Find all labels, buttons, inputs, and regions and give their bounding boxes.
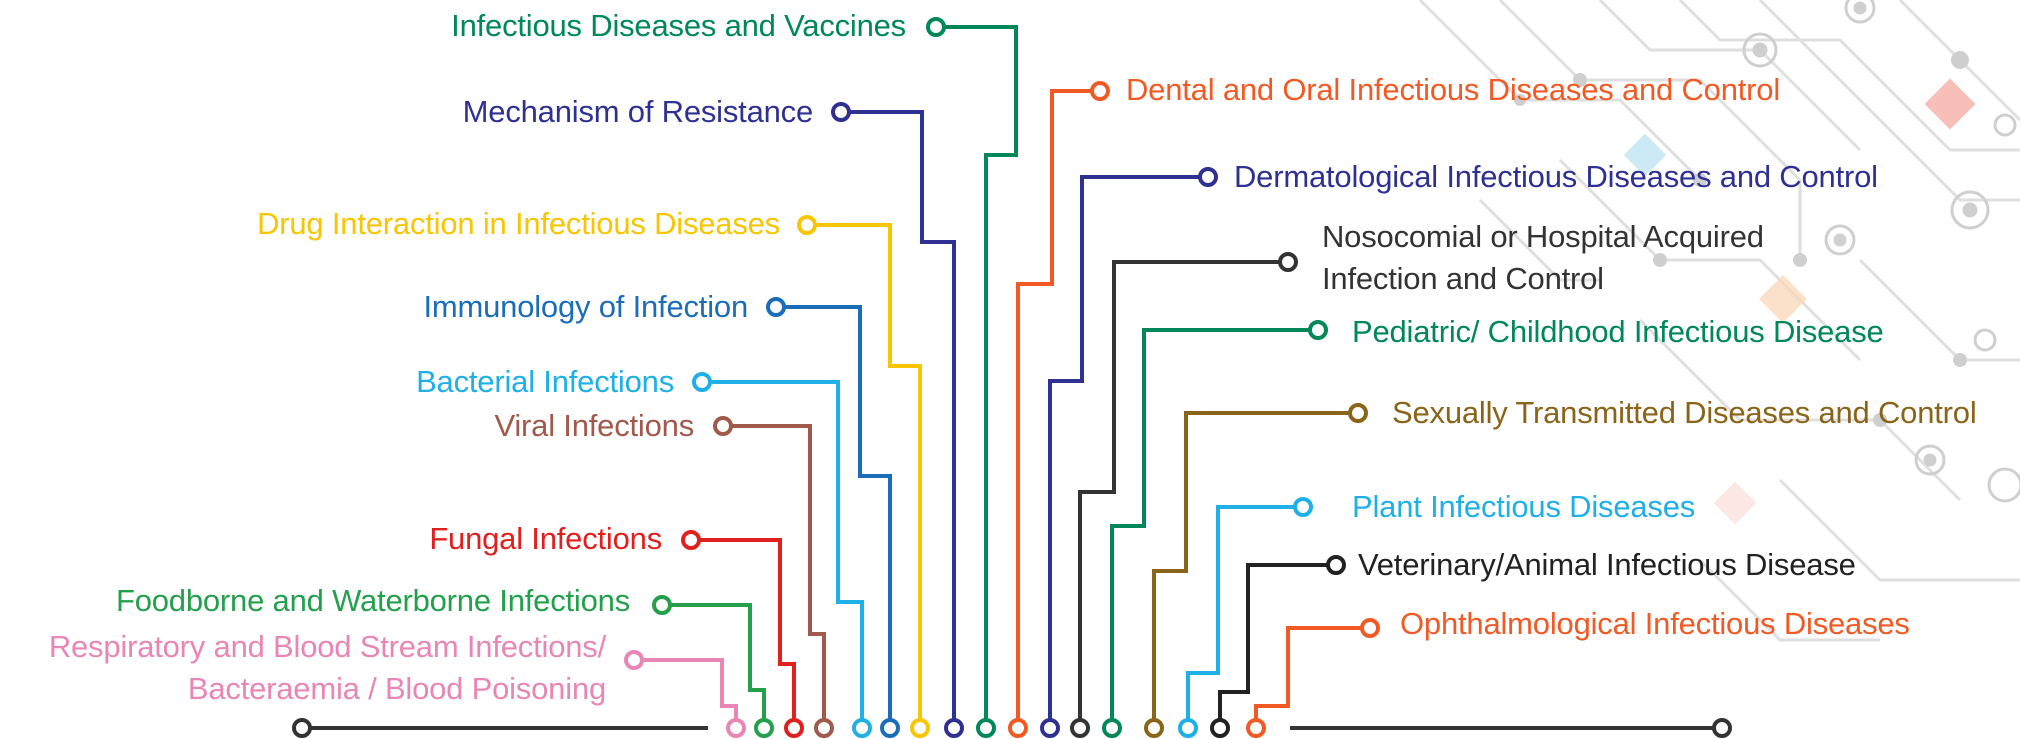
connector-veterinary	[1218, 563, 1328, 720]
label-pediatric: Pediatric/ Childhood Infectious Disease	[1352, 314, 1884, 349]
node-pediatric	[1308, 320, 1328, 340]
node-sexually-transmitted	[1348, 403, 1368, 423]
connector-immunology	[784, 305, 892, 720]
label-bacterial: Bacterial Infections	[416, 364, 674, 399]
baseline-right-endpoint	[1712, 718, 1732, 738]
node-fungal	[681, 530, 701, 550]
connector-dermatological	[1048, 175, 1200, 720]
connector-ophthalmological	[1254, 626, 1362, 720]
label-veterinary: Veterinary/Animal Infectious Disease	[1358, 547, 1856, 582]
label-dental: Dental and Oral Infectious Diseases and …	[1126, 72, 1781, 107]
node-nosocomial	[1278, 252, 1298, 272]
label-viral: Viral Infections	[494, 408, 694, 443]
connector-drug-interaction	[815, 223, 922, 720]
node-dermatological	[1198, 167, 1218, 187]
connector-bacterial	[710, 380, 864, 720]
label-mechanism-resistance: Mechanism of Resistance	[462, 94, 814, 129]
connector-respiratory	[642, 658, 738, 720]
label-nosocomial-line2: Infection and Control	[1322, 261, 1604, 296]
connector-foodborne	[670, 603, 766, 720]
node-drug-interaction	[797, 215, 817, 235]
connector-nosocomial	[1078, 260, 1280, 720]
label-nosocomial: Nosocomial or Hospital Acquired Infectio…	[1322, 216, 1764, 300]
connector-viral	[731, 424, 826, 720]
connector-fungal	[699, 538, 796, 720]
node-foodborne	[652, 595, 672, 615]
label-immunology: Immunology of Infection	[423, 289, 748, 324]
label-respiratory: Respiratory and Blood Stream Infections/…	[49, 626, 606, 710]
label-fungal: Fungal Infections	[429, 521, 662, 556]
node-dental	[1090, 81, 1110, 101]
node-ophthalmological	[1360, 618, 1380, 638]
node-respiratory	[624, 650, 644, 670]
connector-plant	[1186, 505, 1295, 720]
baseline-left-endpoint	[292, 718, 312, 738]
label-drug-interaction: Drug Interaction in Infectious Diseases	[257, 206, 780, 241]
connector-dental	[1016, 89, 1092, 720]
label-respiratory-line1: Respiratory and Blood Stream Infections/	[48, 629, 606, 664]
label-infectious-diseases-vaccines: Infectious Diseases and Vaccines	[451, 8, 906, 43]
node-veterinary	[1326, 555, 1346, 575]
label-nosocomial-line1: Nosocomial or Hospital Acquired	[1322, 219, 1764, 254]
node-plant	[1293, 497, 1313, 517]
label-foodborne: Foodborne and Waterborne Infections	[115, 583, 630, 618]
node-immunology	[766, 297, 786, 317]
label-respiratory-line2: Bacteraemia / Blood Poisoning	[187, 671, 606, 706]
connector-pediatric	[1110, 328, 1310, 720]
label-dermatological: Dermatological Infectious Diseases and C…	[1234, 159, 1878, 194]
node-mechanism-resistance	[831, 102, 851, 122]
label-ophthalmological: Ophthalmological Infectious Diseases	[1400, 606, 1910, 641]
connector-mechanism-resistance	[849, 110, 956, 720]
node-bacterial	[692, 372, 712, 392]
node-infectious-diseases-vaccines	[926, 17, 946, 37]
node-viral	[713, 416, 733, 436]
label-sexually-transmitted: Sexually Transmitted Diseases and Contro…	[1392, 395, 1977, 430]
connector-infectious-diseases-vaccines	[944, 25, 1018, 720]
label-plant: Plant Infectious Diseases	[1352, 489, 1696, 524]
connector-sexually-transmitted	[1152, 411, 1350, 720]
